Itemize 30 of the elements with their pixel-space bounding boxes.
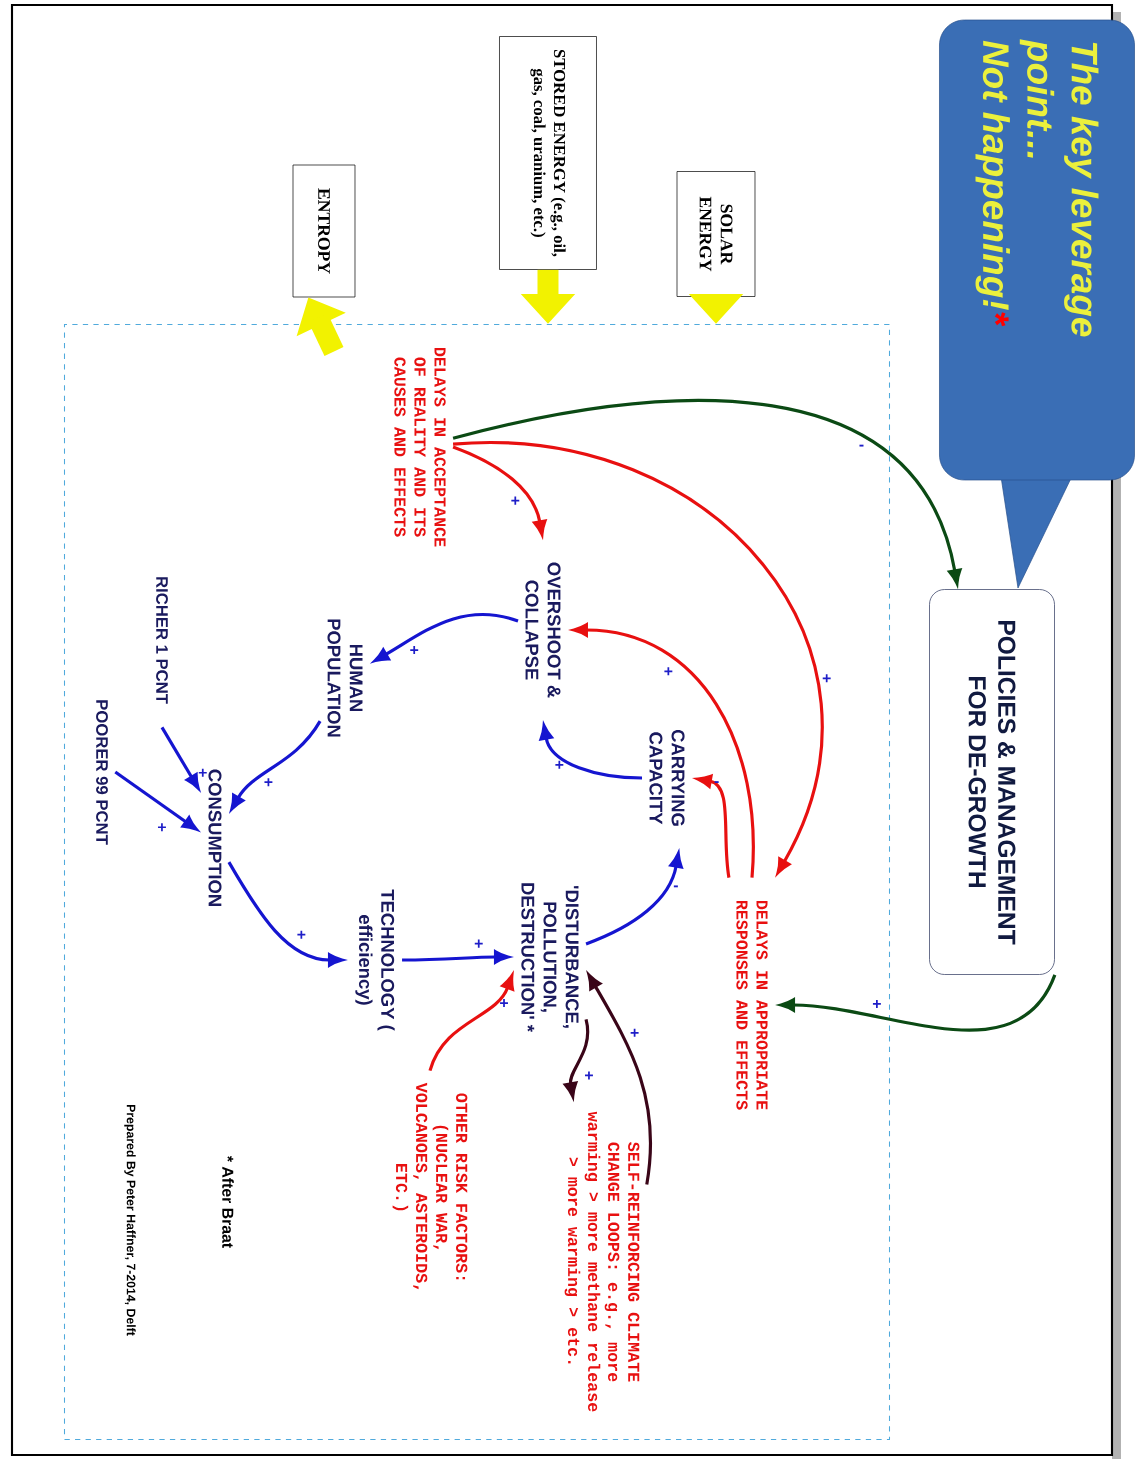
variable-label: CONSUMPTION	[208, 769, 222, 906]
polarity-sign: +	[198, 768, 207, 777]
variable-label: TECHNOLOGY ( efficiency)	[355, 889, 395, 1031]
variable-label: 'DISTURBANCE, POLLUTION, DESTRUCTION' *	[521, 883, 579, 1032]
entropy-box: ENTROPY	[292, 164, 356, 298]
polarity-sign: +	[297, 930, 306, 939]
credit-line: Prepared By Peter Haffner, 7-2014, Delft	[124, 1104, 136, 1336]
polarity-sign: +	[872, 999, 881, 1008]
delay-note: DELAYS IN APPROPRIATE RESPONSES AND EFFECTS	[736, 900, 768, 1110]
polarity-sign: +	[410, 646, 419, 655]
footnote: * After Braat	[222, 1155, 234, 1248]
policy-box: POLICIES & MANAGEMENT FOR DE-GROWTH	[929, 589, 1055, 975]
polarity-sign: -	[673, 885, 678, 888]
climate-loop-note: SELF-REINFORCING CLIMATE CHANGE LOOPS: e.g., more warming > more methane release > more warming > etc.	[564, 1111, 640, 1412]
delay-note: DELAYS IN ACCEPTANCE OF REALITY AND ITS CAUSES AND EFFECTS	[394, 347, 446, 547]
causal-arrow	[114, 770, 198, 831]
polarity-sign: +	[822, 674, 831, 683]
energy-box: SOLAR ENERGY	[676, 171, 756, 297]
risk-note: OTHER RISK FACTORS: (NUCLEAR WAR, VOLCANOES, ASTEROIDS, ETC.)	[392, 1082, 468, 1290]
polarity-sign: +	[630, 1028, 639, 1037]
variable-label: HUMAN POPULATION	[327, 619, 363, 737]
polarity-sign: +	[264, 778, 273, 787]
variable-label: RICHER 1 PCNT	[156, 577, 168, 704]
causal-arrow	[587, 973, 653, 1185]
variable-label: POORER 99 PCNT	[96, 700, 108, 845]
causal-arrow	[230, 720, 322, 811]
polarity-sign: +	[158, 823, 166, 832]
energy-box: STORED ENERGY (e.g., oil, gas, coal, uranium, etc.)	[499, 36, 597, 270]
polarity-sign: +	[474, 939, 483, 948]
speech-bubble: The key leverage point... Not happening!*	[939, 19, 1135, 589]
